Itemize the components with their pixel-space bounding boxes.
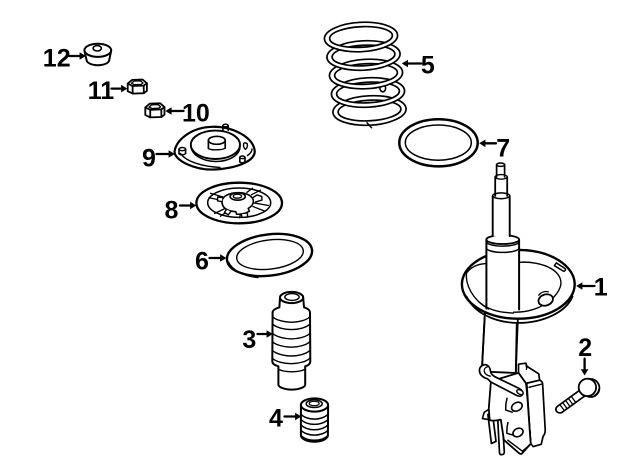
- svg-text:2: 2: [578, 334, 592, 362]
- svg-text:9: 9: [142, 144, 156, 172]
- svg-text:8: 8: [165, 197, 179, 225]
- svg-text:11: 11: [88, 77, 115, 105]
- svg-text:1: 1: [594, 273, 608, 301]
- svg-text:12: 12: [43, 44, 71, 72]
- svg-text:4: 4: [269, 405, 283, 433]
- svg-text:10: 10: [182, 99, 210, 127]
- svg-text:6: 6: [195, 247, 209, 275]
- svg-text:3: 3: [242, 326, 256, 354]
- svg-text:7: 7: [496, 134, 510, 162]
- svg-text:5: 5: [421, 52, 435, 80]
